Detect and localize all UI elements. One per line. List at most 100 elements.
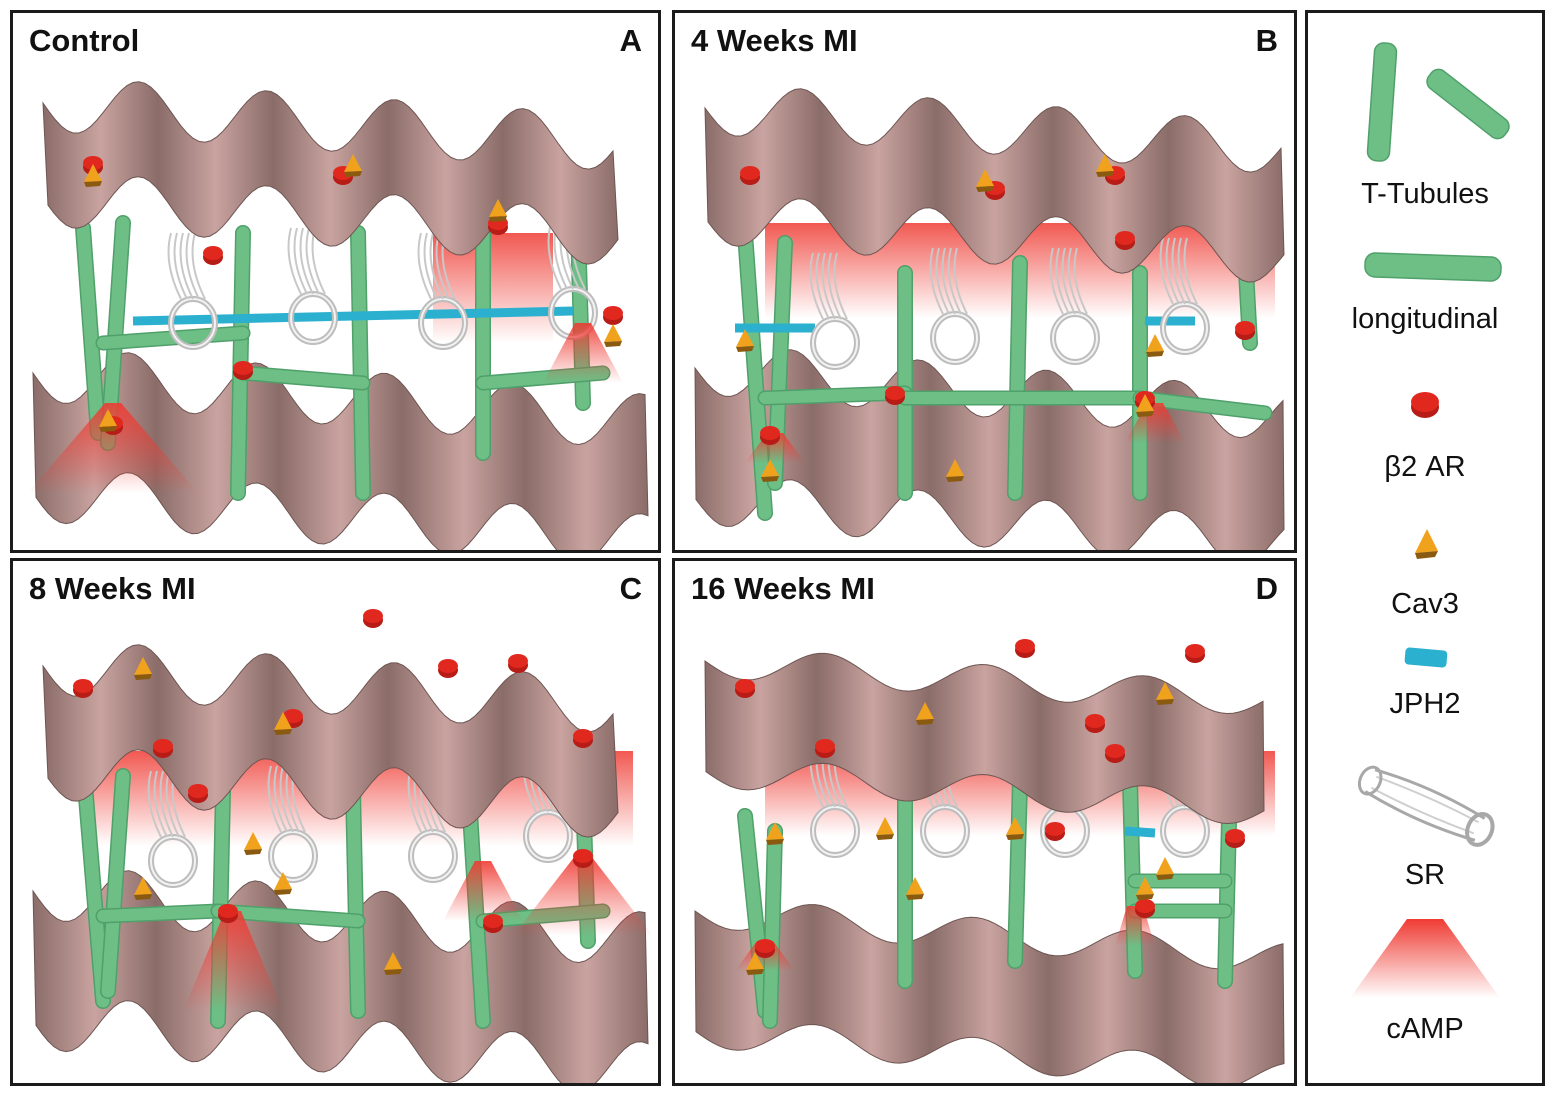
- cav3-caveolin: [134, 674, 152, 680]
- cav3-caveolin: [761, 476, 779, 482]
- sr-tubule: [287, 227, 302, 295]
- legend-cav3-symbol: [1308, 523, 1542, 563]
- cav3-caveolin: [746, 952, 764, 970]
- sr-tubule: [429, 232, 444, 300]
- t-tubule: [759, 387, 911, 404]
- sr-tubule: [1165, 237, 1180, 305]
- sr-ring: [932, 313, 978, 363]
- sr-tubule: [827, 252, 842, 320]
- legend-cav3-label: Cav3: [1391, 588, 1459, 620]
- cav3-caveolin: [274, 889, 292, 895]
- cardiomyocyte-illustration: [694, 88, 1285, 550]
- jph2-bar: [132, 306, 574, 326]
- cav3-caveolin: [489, 216, 507, 222]
- sr-tubule: [299, 227, 314, 295]
- cav3-caveolin: [736, 329, 754, 347]
- cav3-caveolin: [1006, 834, 1024, 840]
- sr-tubule: [179, 232, 194, 300]
- sr-tubule: [1159, 237, 1174, 305]
- sr-tubule: [1177, 237, 1192, 305]
- b2ar-receptor: [483, 914, 503, 928]
- cav3-caveolin: [746, 969, 764, 975]
- t-tubule: [763, 824, 782, 1028]
- sr-tubule: [279, 765, 294, 833]
- cav3-caveolin: [1096, 171, 1114, 177]
- sr-tubule: [147, 770, 162, 838]
- panel-letter: D: [1255, 571, 1278, 606]
- b2ar-receptor: [755, 939, 775, 953]
- cav3-caveolin: [84, 164, 102, 182]
- cav3-caveolin: [84, 181, 102, 187]
- cav3-caveolin: [736, 346, 754, 352]
- sr-tubule: [941, 247, 956, 315]
- sr-tubule: [547, 222, 562, 290]
- b2ar-receptor: [1085, 714, 1105, 728]
- sarcolemma-lower: [694, 904, 1285, 1083]
- legend-b2ar-symbol: [1308, 385, 1542, 425]
- b2ar-receptor: [735, 679, 755, 693]
- b2ar-receptor: [73, 679, 93, 693]
- cav3-caveolin: [906, 894, 924, 900]
- b2ar-receptor: [573, 849, 593, 863]
- cav3-caveolin: [976, 186, 994, 192]
- camp-gradient: [183, 911, 283, 1011]
- cav3-caveolin: [1156, 874, 1174, 880]
- b2ar-receptor: [188, 784, 208, 798]
- cav3-caveolin: [344, 171, 362, 177]
- cav3-caveolin: [1006, 817, 1024, 835]
- sr-tubule: [1055, 247, 1070, 315]
- legend-t-tubules-label: T-Tubules: [1361, 178, 1489, 210]
- sr-tubule: [417, 232, 432, 300]
- b2ar-receptor: [740, 166, 760, 180]
- cav3-caveolin: [1156, 857, 1174, 875]
- cav3-caveolin: [489, 199, 507, 217]
- cav3-caveolin: [604, 341, 622, 347]
- b2ar-receptor: [760, 426, 780, 440]
- sr-ring: [1052, 313, 1098, 363]
- cav3-caveolin: [274, 729, 292, 735]
- cardiomyocyte-illustration: [694, 639, 1285, 1083]
- cav3-caveolin: [876, 834, 894, 840]
- cav3-caveolin: [1146, 334, 1164, 352]
- longitudinal-tubule-icon: [1364, 252, 1502, 282]
- cav3-caveolin: [1096, 154, 1114, 172]
- sr-tubule: [173, 232, 188, 300]
- cardiomyocyte-illustration: [32, 609, 653, 1083]
- cav3-caveolin: [876, 817, 894, 835]
- b2ar-receptor: [153, 739, 173, 753]
- b2ar-receptor: [603, 306, 623, 320]
- sr-tubule: [1067, 247, 1082, 315]
- sr-tubule: [293, 227, 308, 295]
- b2ar-receptor: [573, 729, 593, 743]
- cav3-caveolin: [906, 877, 924, 895]
- b2ar-receptor-icon: [1411, 392, 1439, 418]
- cav3-caveolin: [976, 169, 994, 187]
- t-tubule: [101, 769, 130, 998]
- sr-tubule: [1183, 237, 1198, 305]
- sr-tubule: [1073, 247, 1088, 315]
- cav3-caveolin: [344, 154, 362, 172]
- b2ar-receptor: [283, 709, 303, 723]
- cav3-caveolin: [274, 712, 292, 730]
- t-tubule: [351, 226, 370, 500]
- b2ar-receptor: [1015, 639, 1035, 653]
- t-tubule: [1008, 774, 1027, 968]
- t-tubule: [738, 809, 772, 1018]
- cav3-caveolin: [134, 877, 152, 895]
- legend-camp-label: cAMP: [1386, 1013, 1464, 1045]
- cardiomyocyte-illustration: [28, 81, 649, 550]
- panel-4-weeks-mi: 4 Weeks MI B: [672, 10, 1297, 553]
- cav3-caveolin: [916, 719, 934, 725]
- camp-gradient: [28, 403, 198, 493]
- camp-gradient: [443, 861, 523, 921]
- legend-b2ar-label: β2 AR: [1384, 451, 1466, 483]
- sr-tubule: [929, 247, 944, 315]
- b2ar-receptor: [1045, 822, 1065, 836]
- b2ar-receptor: [1225, 829, 1245, 843]
- cav3-caveolin: [384, 952, 402, 970]
- camp-cone-icon: [1350, 919, 1500, 998]
- cav3-caveolin: [1156, 682, 1174, 700]
- panel-letter: B: [1255, 23, 1278, 58]
- panel-title: 8 Weeks MI: [29, 571, 196, 606]
- legend-longitudinal-label: longitudinal: [1351, 303, 1499, 335]
